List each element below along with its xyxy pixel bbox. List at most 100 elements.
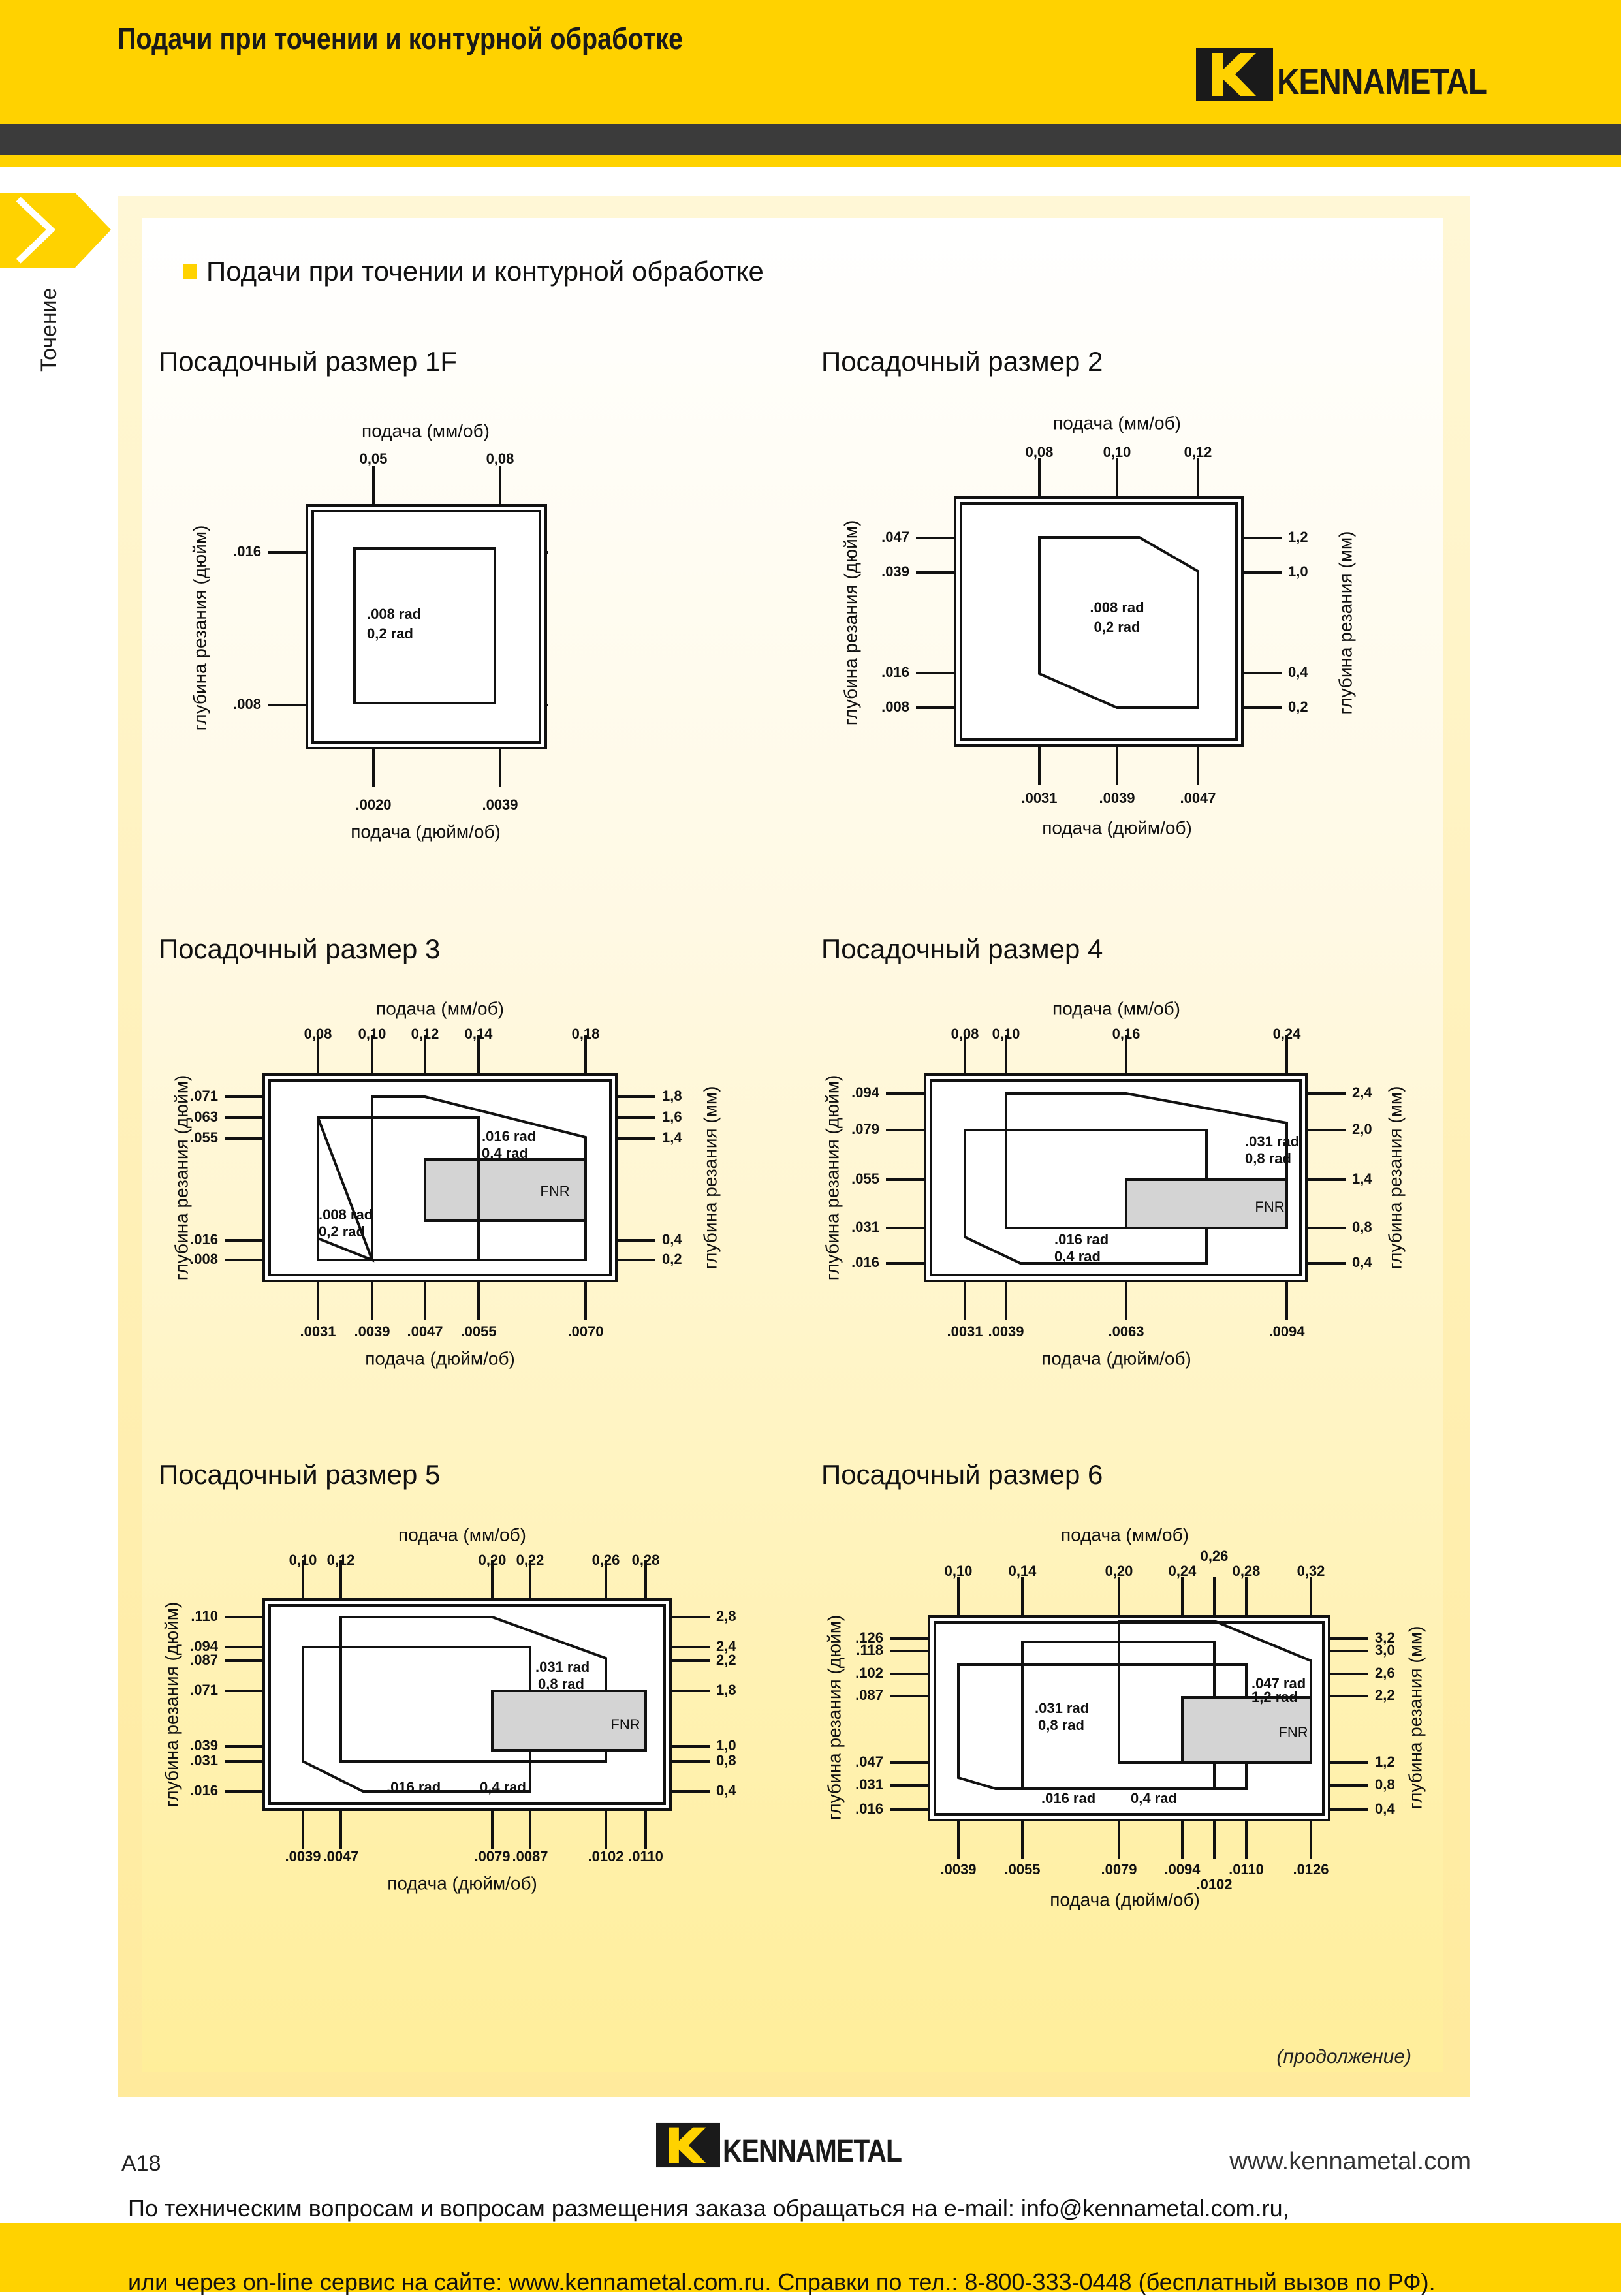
section-title: Подачи при точении и контурной обработке [206,256,764,287]
bottom-tick-label: .0039 [1099,790,1135,806]
bottom-tick-label: .0063 [1108,1323,1144,1340]
radius-label: 0,8 rad [1038,1717,1084,1733]
bottom-tick-label: .0102 [1196,1876,1232,1893]
bottom-tick-label: .0039 [940,1861,976,1878]
right-axis-title: глубина резания (мм) [1335,531,1355,715]
feed-range-region [1005,1092,1288,1229]
right-tick-label: 1,8 [662,1088,682,1104]
right-axis-title: глубина резания (мм) [1405,1626,1425,1810]
header-logo-text: KENNAMETAL [1277,61,1487,102]
top-tick-label: 0,14 [465,1026,494,1042]
fnr-region [1125,1178,1288,1229]
top-tick-label: 0,05 [360,450,388,467]
top-tick-label: 0,16 [1112,1026,1141,1042]
right-tick-label: 0,2 [662,1251,682,1267]
right-tick-label: 2,6 [1375,1665,1395,1681]
left-axis-title: глубина резания (дюйм) [824,1615,844,1821]
left-tick-label: .118 [856,1642,883,1658]
bottom-axis-title: подача (дюйм/об) [1042,817,1192,838]
right-tick-label: 0,8 [716,1752,736,1769]
right-tick-label: 0,4 [662,1231,682,1248]
right-tick-label: 1,8 [716,1682,736,1698]
left-tick-label: .031 [190,1752,218,1769]
top-tick-label: 0,32 [1297,1563,1325,1579]
right-tick-label: 1,6 [662,1109,682,1125]
left-tick-label: .016 [190,1782,218,1799]
feed-range-region [353,547,496,704]
bottom-tick-label: .0087 [512,1848,548,1864]
left-axis-title: глубина резания (дюйм) [171,1075,191,1281]
bottom-tick-label: .0031 [1021,790,1057,806]
diagram-title: Посадочный размер 1F [159,346,458,377]
left-tick-label: .087 [855,1687,883,1703]
left-tick-label: .039 [881,563,909,580]
bottom-axis-title: подача (дюйм/об) [365,1348,515,1368]
feed-range-region [317,1117,375,1263]
top-tick-label: 0,24 [1273,1026,1302,1042]
bottom-tick-label: .0047 [407,1323,443,1340]
top-axis-title: подача (мм/об) [398,1524,526,1545]
top-tick-label: 0,12 [411,1026,439,1042]
feed-range-region [302,1646,531,1793]
top-tick-label: 0,28 [1233,1563,1261,1579]
bottom-tick-label: .0102 [588,1848,623,1864]
radius-label: 0,4 rad [1131,1790,1177,1806]
left-tick-label: .008 [233,696,261,712]
section-tab-arrow-icon [0,193,111,268]
left-tick-label: .016 [190,1231,218,1248]
left-tick-label: .016 [881,664,909,680]
fnr-label: FNR [1255,1199,1284,1215]
right-tick-label: 0,4 [1352,1254,1372,1270]
right-tick-label: 1,0 [1288,563,1308,580]
top-axis-title: подача (мм/об) [362,420,490,441]
bottom-tick-label: .0094 [1164,1861,1201,1878]
fnr-label: FNR [540,1183,569,1199]
bottom-tick-label: .0020 [355,796,391,813]
right-tick-label: 2,0 [1352,1121,1372,1137]
bottom-tick-label: .0039 [354,1323,390,1340]
radius-label: .031 rad [535,1659,590,1675]
top-axis-title: подача (мм/об) [1061,1524,1189,1545]
diagram-title: Посадочный размер 3 [159,934,441,964]
bottom-tick-label: .0047 [323,1848,358,1864]
feed-range-region [964,1129,1208,1265]
header-yellow-stripe [0,155,1621,167]
header-band: Подачи при точении и контурной обработке… [0,0,1621,124]
top-tick-label: 0,26 [1201,1548,1229,1564]
insert-frame-inner [268,1604,666,1805]
top-axis-title: подача (мм/об) [1052,998,1180,1018]
top-tick-label: 0,14 [1009,1563,1037,1579]
feed-range-region [1038,536,1199,709]
bottom-tick-label: .0031 [947,1323,983,1340]
left-tick-label: .102 [855,1665,883,1681]
radius-label: 0,8 rad [1245,1150,1291,1167]
fnr-label: FNR [1278,1724,1308,1740]
bottom-axis-title: подача (дюйм/об) [387,1873,537,1893]
radius-label: .008 rad [319,1206,373,1223]
bottom-axis-title: подача (дюйм/об) [1041,1348,1191,1368]
bottom-tick-label: .0055 [1004,1861,1040,1878]
side-tab-label: Точение [37,287,61,372]
right-tick-label: 0,8 [1352,1219,1372,1235]
left-tick-label: .039 [190,1737,218,1753]
right-tick-label: 3,2 [1375,1629,1395,1646]
fnr-region [491,1690,647,1752]
bottom-tick-label: .0039 [482,796,518,813]
radius-label: 0,4 rad [1054,1248,1101,1265]
header-dark-stripe [0,124,1621,155]
right-tick-label: 1,0 [716,1737,736,1753]
feed-range-region [1021,1641,1216,1790]
website-link[interactable]: www.kennametal.com [1229,2148,1471,2175]
top-tick-label: 0,12 [1184,444,1212,460]
left-tick-label: .031 [855,1776,883,1793]
diagram-title: Посадочный размер 4 [821,934,1103,964]
right-tick-label: 0,4 [1375,1801,1395,1817]
left-tick-label: .126 [855,1629,883,1646]
section-heading: Подачи при точении и контурной обработке [183,256,764,287]
yellow-square-icon [183,264,197,279]
right-tick-label: 2,4 [716,1638,736,1654]
